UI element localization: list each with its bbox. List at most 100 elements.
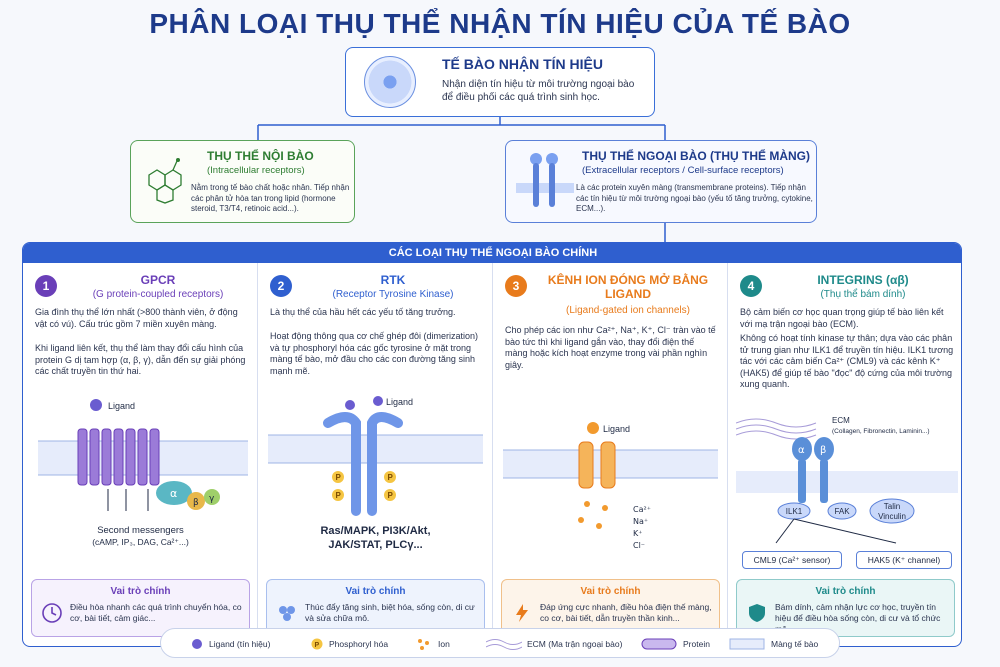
svg-text:P: P: [388, 473, 394, 482]
root-heading: TẾ BÀO NHẬN TÍN HIỆU: [442, 56, 603, 72]
hak5-label: HAK5 (K⁺ channel): [856, 551, 952, 569]
legend-protein: Protein: [683, 639, 710, 649]
role-desc: Thúc đẩy tăng sinh, biệt hóa, sống còn, …: [305, 602, 475, 623]
ion-channel-title: KÊNH ION ĐÓNG MỞ BẰNG LIGAND: [547, 273, 709, 301]
integrins-diagram: ECM (Collagen, Fibronectin, Laminin...) …: [736, 416, 958, 544]
svg-text:γ: γ: [209, 494, 215, 504]
role-desc: Đáp ứng cực nhanh, điều hòa điện thế màn…: [540, 602, 712, 623]
gpcr-subtitle: (G protein-coupled receptors): [92, 289, 224, 300]
svg-text:P: P: [388, 491, 394, 500]
receptor-types-panel: CÁC LOẠI THỤ THỂ NGOẠI BÀO CHÍNH 1 GPCR …: [22, 242, 962, 647]
role-title: Vai trò chính: [815, 586, 876, 597]
ecm-legend-icon: [486, 639, 522, 650]
gpcr-output-1: Second messengers: [97, 525, 184, 536]
intracellular-desc: Nằm trong tế bào chất hoặc nhân. Tiếp nh…: [191, 183, 350, 213]
column-gpcr: 1 GPCR (G protein-coupled receptors) Gia…: [23, 263, 258, 646]
gpcr-output-2: (cAMP, IP₃, DAG, Ca²⁺...): [92, 537, 189, 547]
membrane-legend-icon: [729, 638, 765, 650]
gpcr-desc-1: Gia đình thụ thể lớn nhất (>800 thành vi…: [35, 307, 238, 329]
phospho-legend-icon: P: [311, 638, 323, 650]
svg-text:Cl⁻: Cl⁻: [633, 541, 645, 550]
svg-text:P: P: [336, 491, 342, 500]
svg-text:Talin: Talin: [884, 502, 900, 511]
ion-channel-desc: Cho phép các ion như Ca²⁺, Na⁺, K⁺, Cl⁻ …: [505, 325, 716, 370]
rtk-desc-1: Là thụ thể của hầu hết các yếu tố tăng t…: [270, 307, 456, 317]
cml9-label: CML9 (Ca²⁺ sensor): [742, 551, 842, 569]
svg-text:α: α: [170, 487, 177, 500]
rtk-output-2: JAK/STAT, PLCγ...: [328, 539, 423, 551]
legend-ligand: Ligand (tín hiệu): [209, 639, 271, 649]
rtk-desc-2: Hoạt động thông qua cơ chế ghép đôi (dim…: [270, 331, 479, 376]
rtk-output-1: Ras/MAPK, PI3K/Akt,: [320, 525, 431, 537]
number-badge: 2: [270, 275, 292, 297]
panel-banner: CÁC LOẠI THỤ THỂ NGOẠI BÀO CHÍNH: [23, 243, 961, 263]
extracellular-heading: THỤ THỂ NGOẠI BÀO (THỤ THỂ MÀNG): [582, 149, 810, 163]
protein-legend-icon: [641, 638, 677, 650]
svg-text:ILK1: ILK1: [786, 507, 803, 516]
ligand-legend-icon: [192, 639, 202, 649]
svg-text:Na⁺: Na⁺: [633, 517, 648, 526]
legend-ecm: ECM (Ma trận ngoại bào): [527, 639, 623, 649]
legend: Ligand (tín hiệu) P Phosphoryl hóa Ion E…: [160, 628, 840, 658]
number-badge: 4: [740, 275, 762, 297]
column-ion-channel: 3 KÊNH ION ĐÓNG MỞ BẰNG LIGAND (Ligand-g…: [493, 263, 728, 646]
svg-text:P: P: [315, 642, 320, 649]
svg-text:Ligand: Ligand: [386, 397, 413, 407]
svg-text:ECM: ECM: [832, 416, 850, 425]
cell-cluster-icon: [279, 606, 295, 621]
root-box: TẾ BÀO NHẬN TÍN HIỆU Nhận diện tín hiệu …: [345, 47, 655, 117]
integrins-title: INTEGRINS (αβ): [817, 273, 909, 287]
root-desc: Nhận diện tín hiệu từ môi trường ngoại b…: [442, 79, 635, 103]
lightning-icon: [516, 604, 528, 622]
column-integrins: 4 INTEGRINS (αβ) (Thụ thể bám dính) Bộ c…: [728, 263, 961, 646]
svg-text:(Collagen, Fibronectin, Lamini: (Collagen, Fibronectin, Laminin...): [832, 428, 930, 435]
intracellular-box: THỤ THỂ NỘI BÀO (Intracellular receptors…: [130, 140, 355, 223]
integrins-subtitle: (Thụ thể bám dính): [820, 289, 906, 300]
svg-text:Ligand: Ligand: [603, 424, 630, 434]
gpcr-role-box: Vai trò chính Điều hòa nhanh các quá trì…: [31, 579, 250, 637]
svg-text:Ca²⁺: Ca²⁺: [633, 505, 651, 514]
number-badge: 3: [505, 275, 527, 297]
svg-text:β: β: [193, 498, 199, 508]
gpcr-diagram: α β γ Ligand: [38, 399, 248, 511]
role-desc: Điều hòa nhanh các quá trình chuyển hóa,…: [70, 602, 242, 623]
ion-legend-icon: [418, 639, 429, 650]
shield-icon: [749, 604, 765, 622]
extracellular-box: THỤ THỂ NGOẠI BÀO (THỤ THỂ MÀNG) (Extrac…: [505, 140, 817, 223]
svg-text:α: α: [798, 445, 805, 456]
legend-membrane: Màng tế bào: [771, 639, 819, 649]
intracellular-heading: THỤ THỂ NỘI BÀO: [207, 149, 314, 163]
page-title: PHÂN LOẠI THỤ THỂ NHẬN TÍN HIỆU CỦA TẾ B…: [149, 8, 851, 39]
svg-text:FAK: FAK: [834, 507, 850, 516]
svg-text:Ligand: Ligand: [108, 401, 135, 411]
legend-ion: Ion: [438, 639, 450, 649]
role-title: Vai trò chính: [110, 586, 171, 597]
ion-channel-subtitle: (Ligand-gated ion channels): [566, 305, 690, 316]
integrins-desc-1: Bộ cảm biến cơ học quan trọng giúp tế bà…: [740, 307, 944, 329]
steroid-molecule-icon: [148, 158, 182, 204]
role-title: Vai trò chính: [580, 586, 641, 597]
rtk-subtitle: (Receptor Tyrosine Kinase): [332, 289, 454, 300]
extracellular-desc: Là các protein xuyên màng (transmembrane…: [576, 183, 813, 213]
svg-text:β: β: [820, 445, 826, 456]
column-rtk: 2 RTK (Receptor Tyrosine Kinase) Là thụ …: [258, 263, 493, 646]
connector-lines: [257, 117, 666, 242]
legend-phospho: Phosphoryl hóa: [329, 639, 389, 649]
number-badge: 1: [35, 275, 57, 297]
rtk-title: RTK: [380, 273, 406, 287]
role-title: Vai trò chính: [345, 586, 406, 597]
membrane-receptor-icon: [516, 153, 574, 207]
intracellular-sub: (Intracellular receptors): [207, 165, 305, 176]
gpcr-title: GPCR: [140, 273, 176, 287]
svg-text:K⁺: K⁺: [633, 529, 642, 538]
integrins-desc-2: Không có hoạt tính kinase tự thân; dựa v…: [740, 333, 954, 389]
svg-text:P: P: [336, 473, 342, 482]
ligand-dot: [90, 399, 102, 411]
ion-channel-role-box: Vai trò chính Đáp ứng cực nhanh, điều hò…: [501, 579, 720, 637]
ion-channel-diagram: Ligand Ca²⁺ Na⁺ K⁺ Cl⁻: [503, 422, 718, 550]
extracellular-sub: (Extracellular receptors / Cell-surface …: [582, 165, 784, 176]
gpcr-desc-2: Khi ligand liên kết, thụ thể làm thay đổ…: [35, 343, 246, 376]
cell-icon: [364, 56, 416, 108]
integrins-role-box: Vai trò chính Bám dính, cảm nhận lực cơ …: [736, 579, 955, 637]
svg-text:Vinculin: Vinculin: [878, 512, 906, 521]
